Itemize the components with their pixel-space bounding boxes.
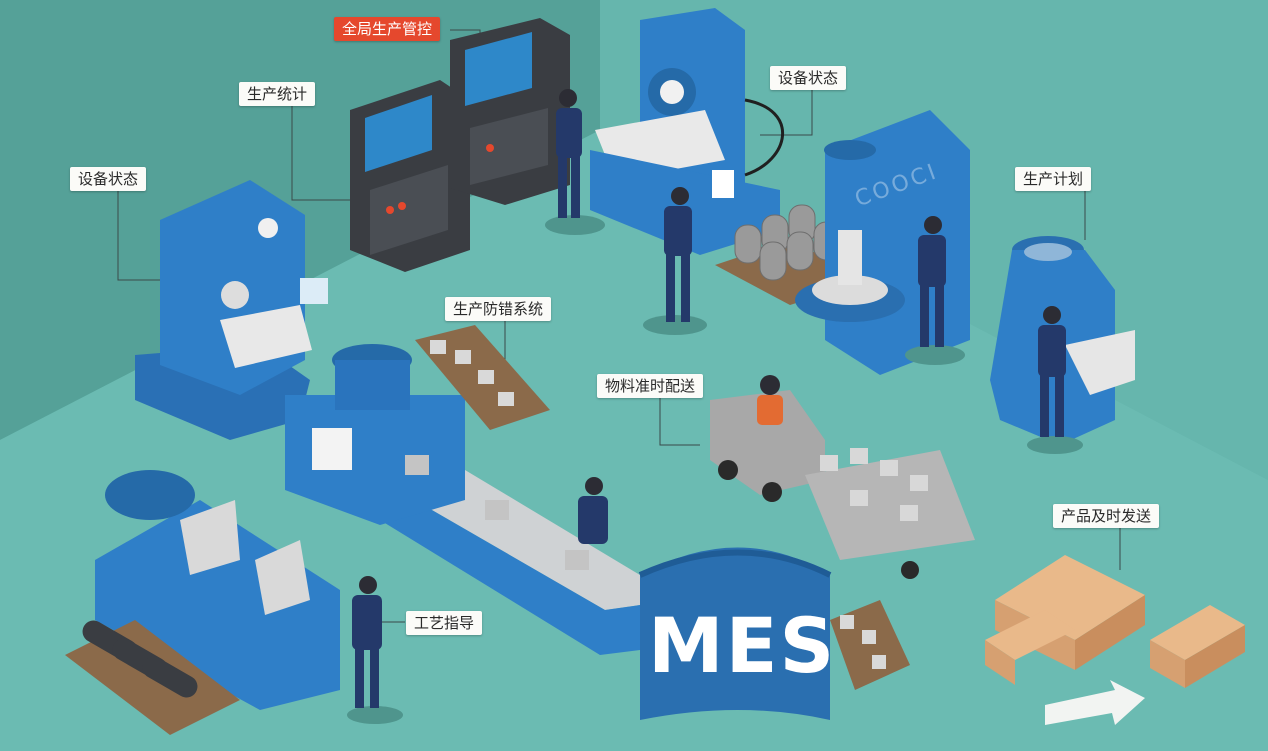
milling-machine-top: [590, 8, 785, 255]
mes-cabinet: [638, 547, 832, 720]
worker-top: [643, 187, 707, 335]
label-equipment-status-top: 设备状态: [770, 66, 847, 90]
worker-conveyor: [578, 477, 608, 544]
pipe-pallet: [65, 620, 240, 735]
control-cabinets: [350, 18, 570, 272]
label-process-guidance: 工艺指导: [406, 611, 483, 635]
mes-title: MES: [648, 601, 837, 690]
lathe-bottom: [95, 470, 340, 710]
worker-right: [905, 216, 965, 365]
shipping-arrow-icon: [1045, 680, 1145, 725]
worker-cabinet: [545, 89, 605, 235]
label-global-control: 全局生产管控: [334, 17, 441, 41]
conveyor-belt: [285, 344, 640, 655]
label-material-delivery: 物料准时配送: [597, 374, 704, 398]
parts-tray-anti-error: [415, 325, 550, 430]
shipping-boxes: [985, 555, 1245, 688]
milling-machine-left: [135, 180, 328, 440]
label-production-stats: 生产统计: [239, 82, 316, 106]
label-anti-error-system: 生产防错系统: [445, 297, 552, 321]
label-product-shipping: 产品及时发送: [1053, 504, 1160, 528]
label-equipment-status-left: 设备状态: [70, 167, 147, 191]
material-cart: [710, 375, 975, 579]
worker-bottom: [347, 576, 403, 724]
worker-plan: [1027, 306, 1083, 454]
parts-tray-mes: [830, 600, 910, 690]
rotary-machine: [795, 110, 970, 375]
label-production-plan: 生产计划: [1015, 167, 1092, 191]
